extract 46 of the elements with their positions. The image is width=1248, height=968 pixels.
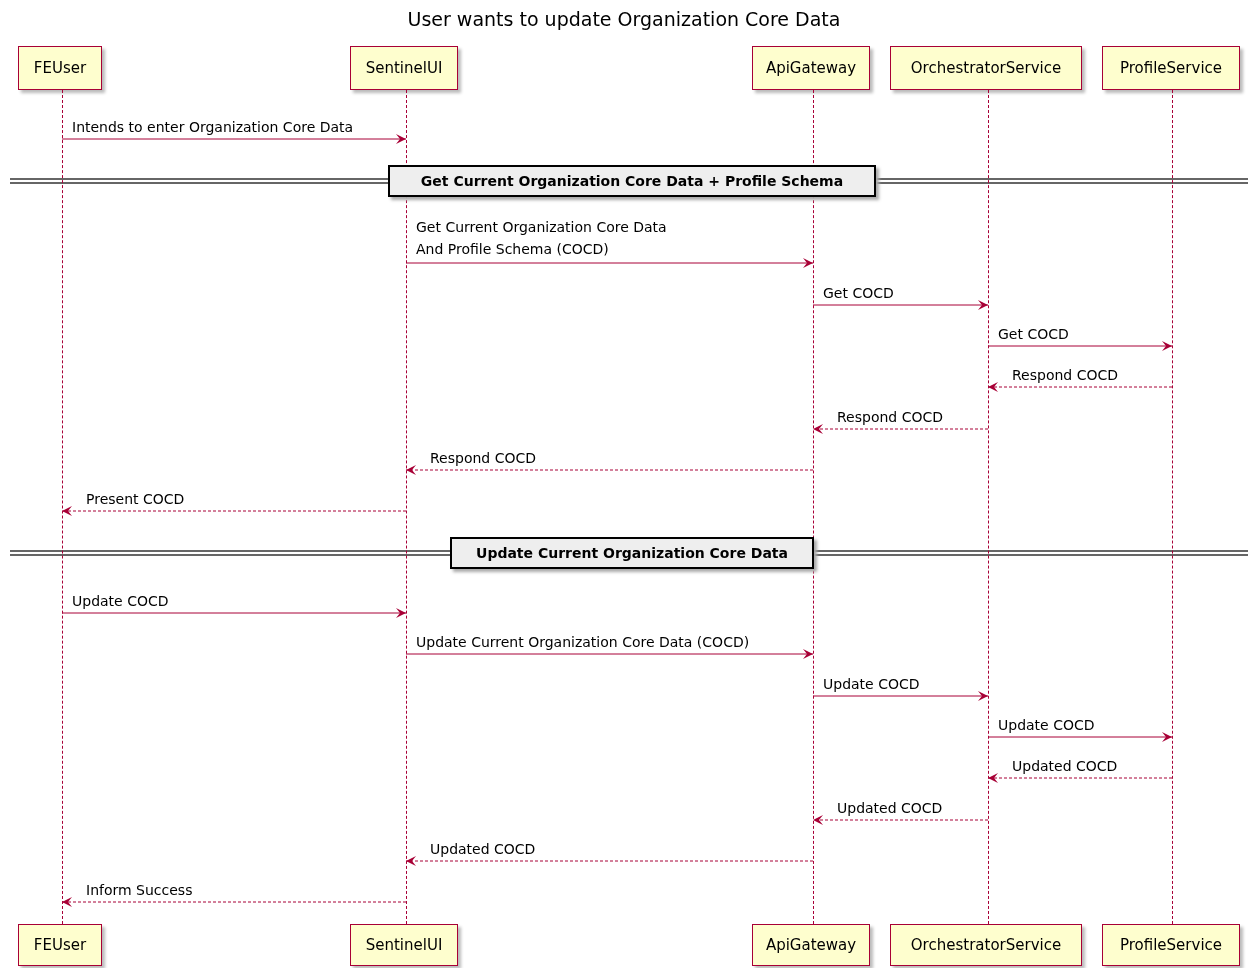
message-label: Intends to enter Organization Core Data bbox=[72, 118, 354, 137]
participant-box: OrchestratorService bbox=[890, 46, 1082, 90]
message-arrow bbox=[61, 134, 407, 144]
message-label: Get Current Organization Core Data And Profile Schema (COCD) bbox=[416, 218, 668, 259]
participant-box: SentinelUI bbox=[350, 46, 458, 90]
message-label: Respond COCD bbox=[1012, 366, 1119, 385]
message-arrow bbox=[987, 382, 1173, 392]
message-label: Get COCD bbox=[823, 284, 894, 303]
message-label: Updated COCD bbox=[837, 799, 943, 818]
message-arrow bbox=[987, 732, 1173, 742]
message-label: Updated COCD bbox=[1012, 757, 1118, 776]
message-arrow bbox=[987, 773, 1173, 783]
participant-box: OrchestratorService bbox=[890, 924, 1082, 966]
participant-box: FEUser bbox=[18, 46, 102, 90]
message-arrow bbox=[61, 897, 407, 907]
message-arrow bbox=[61, 506, 407, 516]
message-arrow bbox=[61, 608, 407, 618]
message-label: Present COCD bbox=[86, 490, 185, 509]
message-label: Respond COCD bbox=[837, 408, 944, 427]
message-arrow bbox=[812, 424, 989, 434]
participant-box: ApiGateway bbox=[752, 924, 870, 966]
message-arrow bbox=[812, 815, 989, 825]
message-label: Inform Success bbox=[86, 881, 193, 900]
message-label: Respond COCD bbox=[430, 449, 537, 468]
participant-box: SentinelUI bbox=[350, 924, 458, 966]
message-label: Update COCD bbox=[72, 592, 169, 611]
lifeline bbox=[988, 90, 989, 924]
message-arrow bbox=[812, 300, 989, 310]
message-arrow bbox=[405, 649, 814, 659]
message-arrow bbox=[405, 258, 814, 268]
message-arrow bbox=[405, 465, 814, 475]
message-arrow bbox=[405, 856, 814, 866]
lifeline bbox=[62, 90, 63, 924]
message-arrow bbox=[812, 691, 989, 701]
message-label: Updated COCD bbox=[430, 840, 536, 859]
participant-box: ProfileService bbox=[1102, 46, 1240, 90]
message-label: Update COCD bbox=[823, 675, 920, 694]
message-label: Get COCD bbox=[998, 325, 1069, 344]
lifeline bbox=[1172, 90, 1173, 924]
participant-box: FEUser bbox=[18, 924, 102, 966]
participant-box: ApiGateway bbox=[752, 46, 870, 90]
message-label: Update COCD bbox=[998, 716, 1095, 735]
message-label: Update Current Organization Core Data (COCD) bbox=[416, 633, 750, 652]
participant-box: ProfileService bbox=[1102, 924, 1240, 966]
diagram-title: User wants to update Organization Core Data bbox=[406, 8, 842, 30]
message-arrow bbox=[987, 341, 1173, 351]
